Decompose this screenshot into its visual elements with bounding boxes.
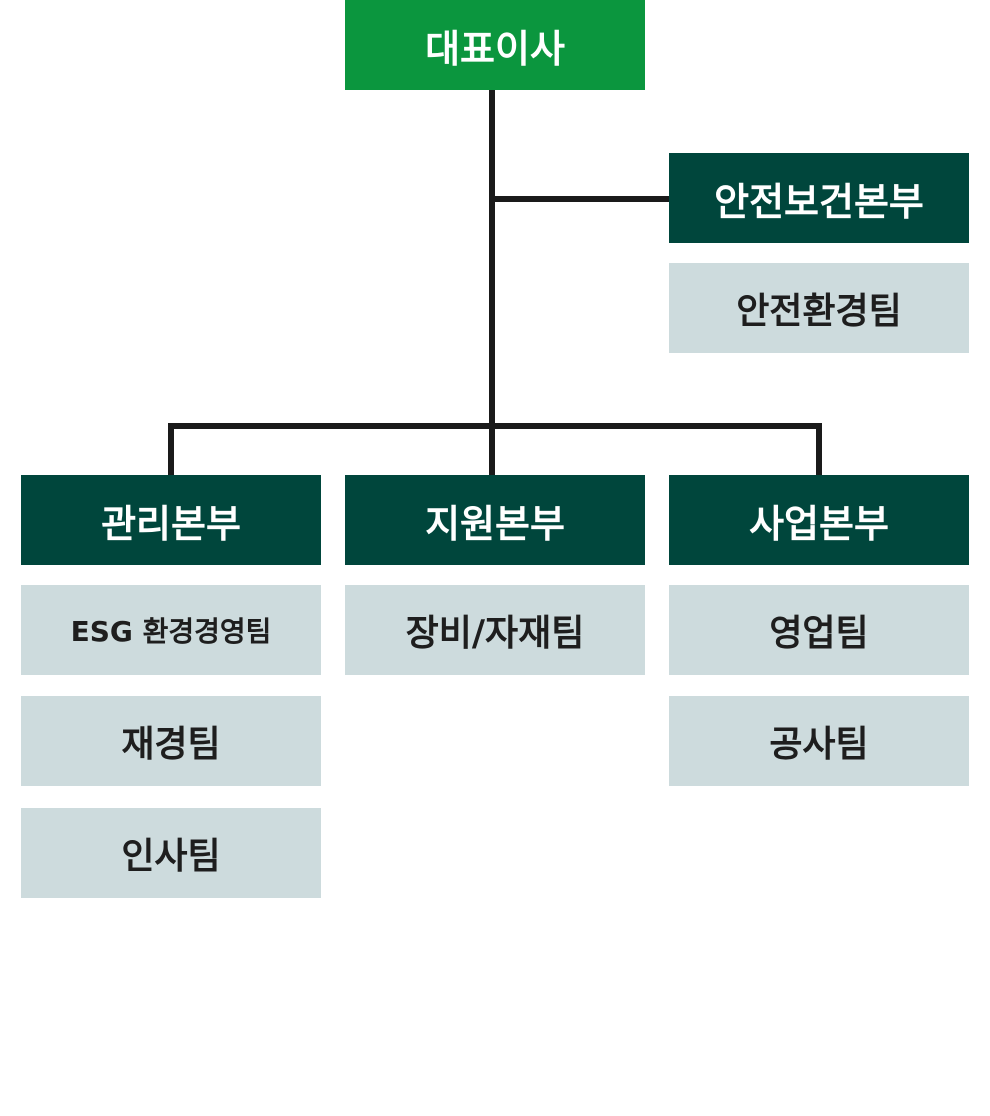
- team-sales-label: 영업팀: [769, 613, 869, 654]
- team-sales: 영업팀: [669, 585, 969, 675]
- team-safety-environment: 안전환경팀: [669, 263, 969, 353]
- division-safety-health-label: 안전보건본부: [714, 179, 924, 224]
- team-equipment-materials: 장비/자재팀: [345, 585, 645, 675]
- team-esg-environment: ESG 환경경영팀: [21, 585, 321, 675]
- division-safety-health: 안전보건본부: [669, 153, 969, 243]
- division-management: 관리본부: [21, 475, 321, 565]
- ceo-label: 대표이사: [425, 26, 565, 71]
- division-support-label: 지원본부: [425, 501, 565, 546]
- division-business: 사업본부: [669, 475, 969, 565]
- team-safety-environment-label: 안전환경팀: [736, 291, 902, 332]
- team-esg-environment-label: ESG 환경경영팀: [70, 615, 272, 648]
- ceo-box: 대표이사: [345, 0, 645, 90]
- team-construction: 공사팀: [669, 696, 969, 786]
- team-finance-label: 재경팀: [121, 724, 221, 765]
- division-business-label: 사업본부: [749, 501, 889, 546]
- division-support: 지원본부: [345, 475, 645, 565]
- team-hr-label: 인사팀: [121, 836, 221, 877]
- team-construction-label: 공사팀: [769, 724, 869, 765]
- division-management-label: 관리본부: [101, 501, 241, 546]
- team-equipment-materials-label: 장비/자재팀: [405, 613, 585, 654]
- team-hr: 인사팀: [21, 808, 321, 898]
- team-finance: 재경팀: [21, 696, 321, 786]
